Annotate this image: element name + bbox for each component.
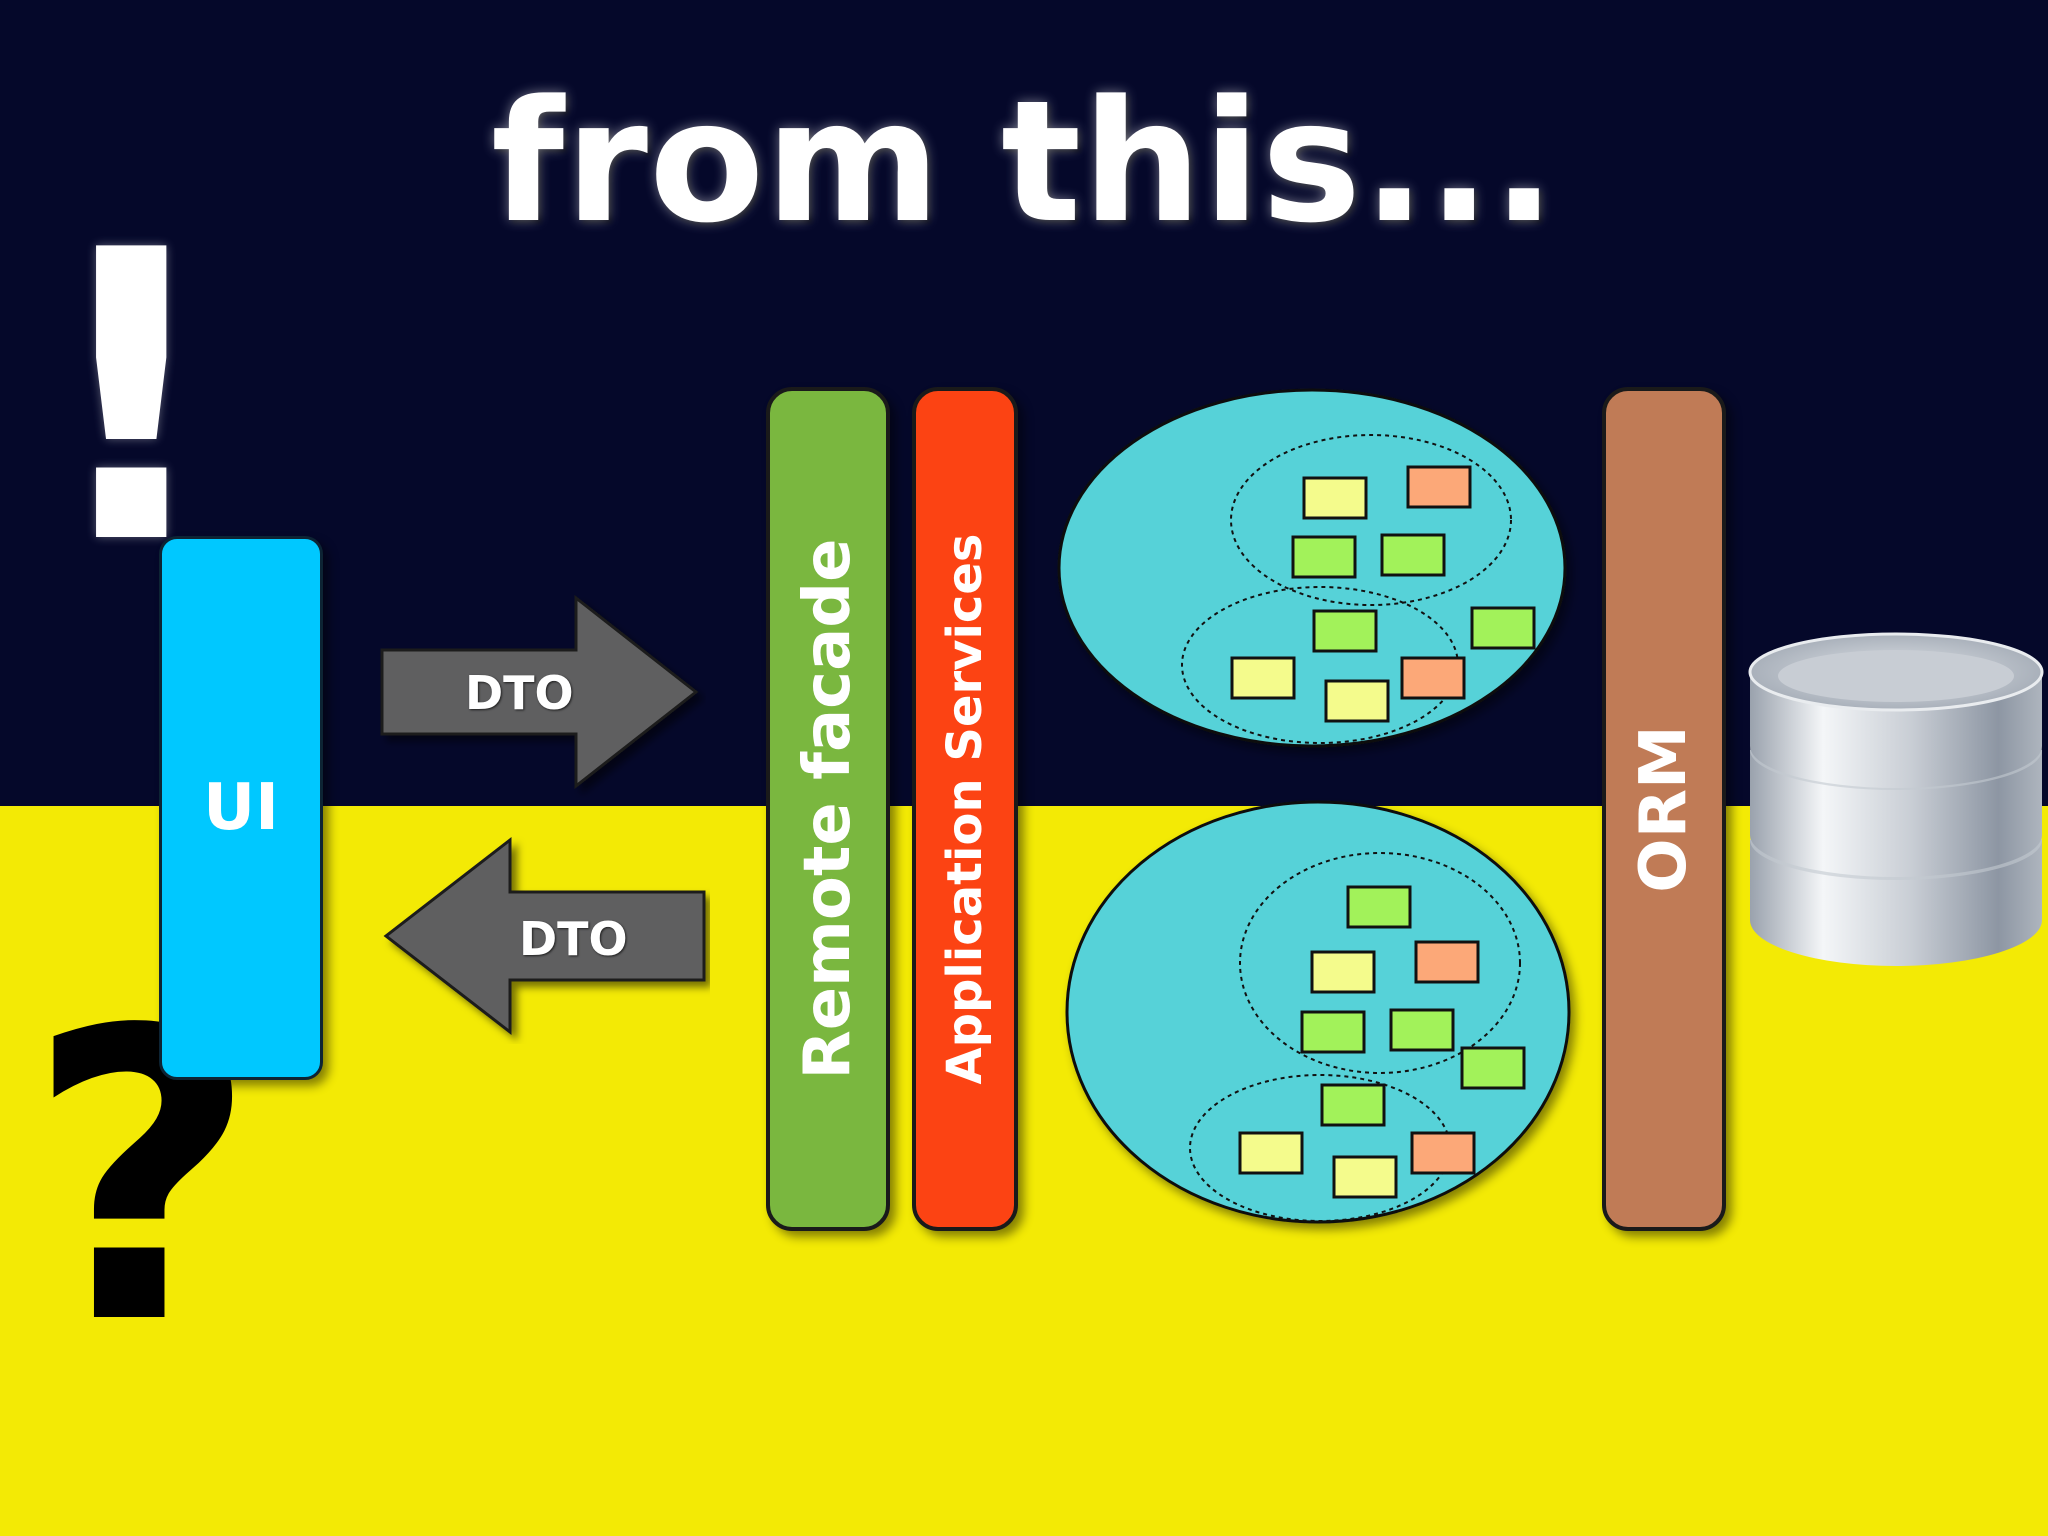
remote-facade-layer: Remote facade	[766, 387, 890, 1231]
orm-label: ORM	[1627, 725, 1701, 893]
ui-layer: UI	[159, 536, 323, 1080]
application-services-label: Application Services	[937, 533, 993, 1085]
dto-arrow-left	[383, 836, 706, 1036]
dto-label-right: DTO	[465, 666, 574, 720]
remote-facade-label: Remote facade	[791, 538, 865, 1080]
slide-title: from this...	[491, 64, 1557, 260]
dto-label-left: DTO	[519, 912, 628, 966]
database-icon	[1748, 632, 2044, 966]
application-services-layer: Application Services	[912, 387, 1018, 1231]
exclamation-mark: !	[40, 167, 223, 632]
orm-layer: ORM	[1602, 387, 1726, 1231]
ui-label: UI	[203, 771, 279, 845]
dto-arrow-right	[380, 594, 699, 790]
